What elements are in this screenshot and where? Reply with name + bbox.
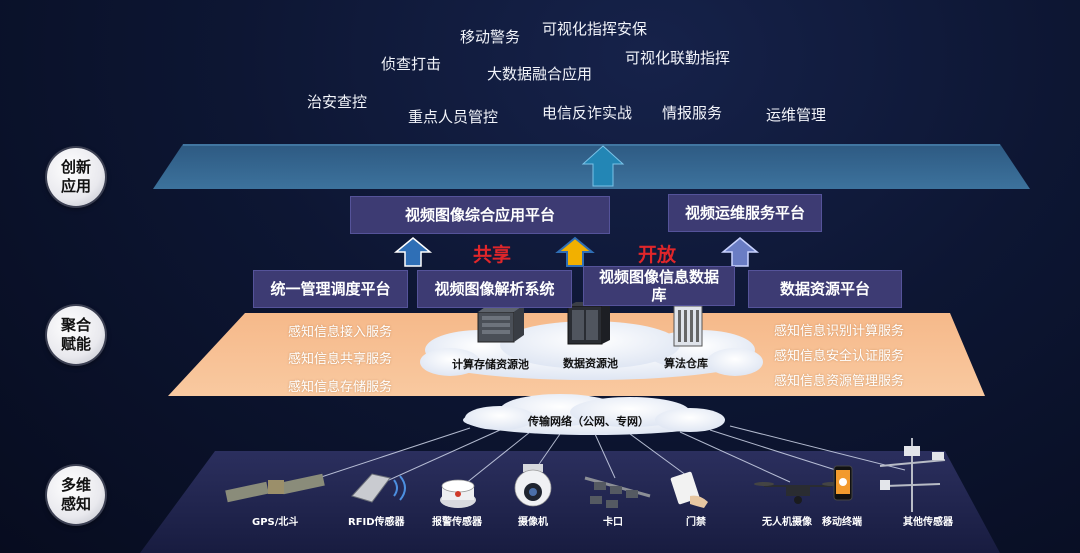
badge-multidimensional-perception: 多维 感知	[47, 466, 105, 524]
system-video-analysis: 视频图像解析系统	[417, 270, 572, 308]
platform-video-integrated-application: 视频图像综合应用平台	[350, 196, 610, 234]
checkpoint-camera-icon	[584, 476, 651, 508]
innovation-up-arrow	[581, 145, 625, 187]
app-visual-joint-command: 可视化联勤指挥	[625, 49, 731, 67]
platform-data-resources: 数据资源平台	[748, 270, 902, 308]
pool-algorithm-repository: 算法仓库	[664, 357, 708, 370]
pool-data-resources: 数据资源池	[563, 357, 618, 370]
device-rfid: RFID传感器	[348, 517, 405, 528]
app-key-person-control: 重点人员管控	[408, 108, 499, 126]
server-rack-icon	[477, 305, 524, 343]
device-drone-camera: 无人机摄像	[762, 517, 812, 528]
algorithm-repository-icon	[673, 305, 703, 347]
device-mobile-terminal: 移动终端	[822, 517, 862, 528]
alarm-sensor-icon	[440, 479, 476, 508]
app-big-data-fusion: 大数据融合应用	[487, 65, 593, 83]
access-control-card-icon	[670, 471, 708, 508]
gps-satellite-icon	[225, 473, 325, 503]
badge-aggregation-empowerment: 聚合 赋能	[47, 306, 105, 364]
platform-video-ops-service: 视频运维服务平台	[668, 194, 822, 232]
service-storage: 感知信息存储服务	[288, 380, 393, 395]
device-other-sensors: 其他传感器	[903, 517, 953, 528]
app-mobile-policing: 移动警务	[460, 28, 521, 46]
badge-innovation-application: 创新 应用	[47, 148, 105, 206]
device-camera: 摄像机	[518, 517, 548, 528]
service-resource-management: 感知信息资源管理服务	[774, 374, 905, 389]
service-sharing: 感知信息共享服务	[288, 352, 393, 367]
app-public-security-control: 治安查控	[307, 93, 368, 111]
network-label: 传输网络（公网、专网）	[528, 415, 649, 428]
perception-plane	[140, 451, 1000, 553]
database-video-information: 视频图像信息数据库	[583, 266, 735, 306]
app-investigation-strike: 侦查打击	[381, 55, 442, 73]
rfid-sensor-icon	[351, 473, 406, 503]
innovation-plane	[153, 144, 1030, 189]
app-intelligence-service: 情报服务	[662, 104, 723, 122]
mobile-terminal-icon	[833, 465, 853, 501]
app-visual-command-security: 可视化指挥安保	[542, 20, 648, 38]
label-share: 共享	[473, 244, 512, 266]
share-arrow-left	[393, 237, 433, 267]
service-recognition-compute: 感知信息识别计算服务	[774, 324, 905, 339]
other-sensors-icon	[879, 438, 946, 512]
device-alarm-sensor: 报警传感器	[432, 517, 482, 528]
pool-compute-storage: 计算存储资源池	[452, 358, 529, 371]
data-storage-icon	[567, 302, 610, 345]
share-arrow-gold	[555, 236, 595, 267]
device-checkpoint: 卡口	[603, 517, 623, 528]
device-gps: GPS/北斗	[252, 517, 299, 528]
network-connection-lines	[299, 425, 906, 489]
label-open: 开放	[638, 244, 677, 266]
resource-pool-cloud	[420, 321, 763, 380]
platform-unified-dispatch: 统一管理调度平台	[253, 270, 408, 308]
service-security-auth: 感知信息安全认证服务	[774, 349, 905, 364]
app-anti-telecom-fraud: 电信反诈实战	[542, 104, 633, 122]
open-arrow-right	[720, 237, 760, 267]
app-ops-management: 运维管理	[766, 106, 827, 124]
dome-camera-icon	[514, 464, 552, 507]
network-cloud	[463, 394, 725, 435]
device-access-control: 门禁	[686, 517, 706, 528]
service-access: 感知信息接入服务	[288, 325, 393, 340]
